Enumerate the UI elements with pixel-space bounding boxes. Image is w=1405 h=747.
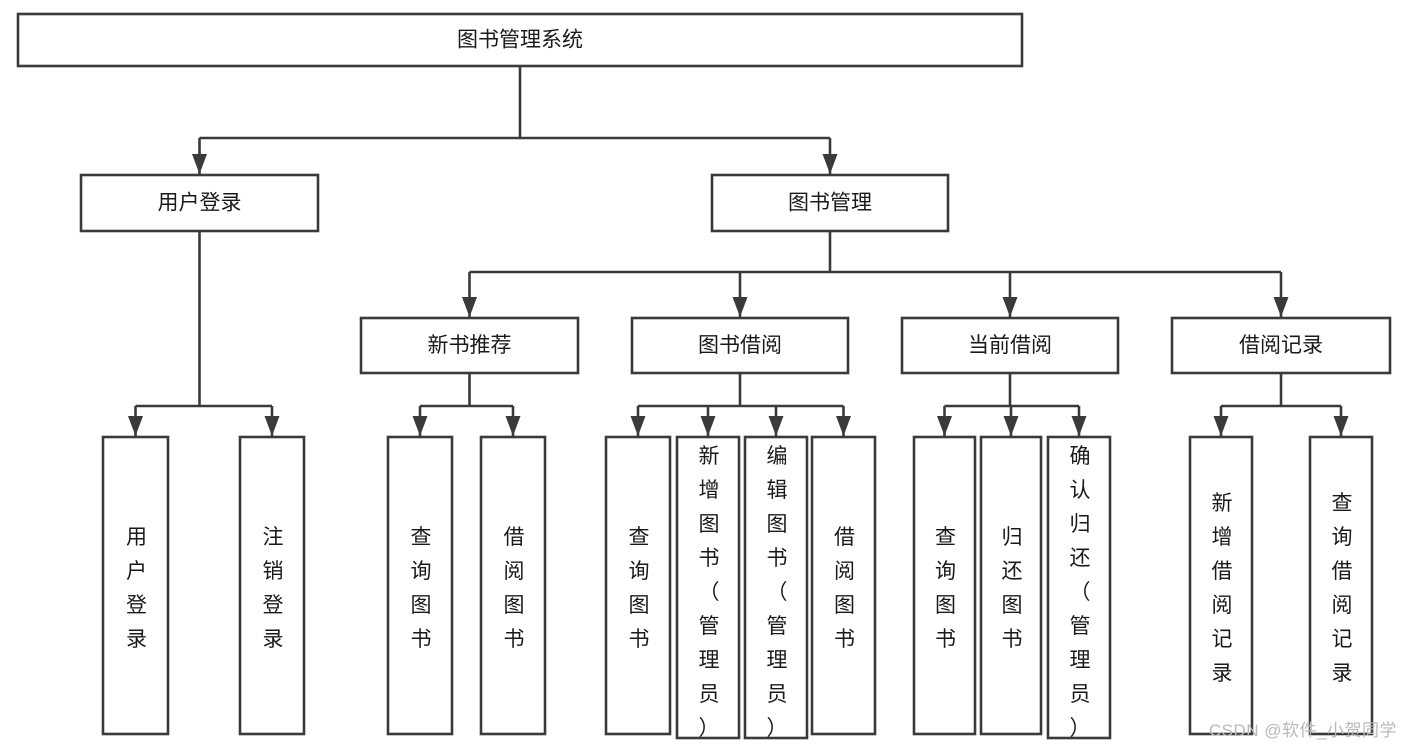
arrow-head-icon [1333, 416, 1349, 436]
node-level3-3[interactable]: 借阅记录 [1170, 316, 1392, 375]
node-leaf-0-box[interactable] [101, 435, 170, 736]
arrow-head-icon [822, 154, 838, 174]
arrow-head-icon [128, 416, 143, 436]
node-leaf-11-label: 新增借阅记录 [1212, 492, 1233, 685]
node-level3-1-label: 图书借阅 [698, 334, 782, 357]
node-level3-2-box[interactable] [900, 316, 1120, 375]
node-leaf-3-box[interactable] [479, 435, 547, 736]
node-root[interactable]: 图书管理系统 [16, 12, 1024, 68]
node-leaf-1[interactable]: 注销登录 [238, 435, 306, 736]
arrow-head-icon [1002, 297, 1018, 317]
node-level3-2-label: 当前借阅 [968, 334, 1052, 357]
node-level2-1-label: 图书管理 [788, 192, 872, 215]
node-leaf-0-label: 用户登录 [126, 526, 147, 651]
node-level2-0-label: 用户登录 [158, 192, 242, 215]
node-leaf-5-box[interactable] [675, 435, 741, 740]
node-level3-1-box[interactable] [630, 316, 850, 375]
node-leaf-5-label: 新增图书（管理员） [699, 445, 720, 740]
node-leaf-10-box[interactable] [1046, 435, 1112, 740]
watermark: CSDN @软件_小贺同学 [1208, 721, 1397, 740]
node-level3-0-box[interactable] [359, 316, 580, 375]
arrow-head-icon [192, 154, 207, 174]
node-leaf-6-box[interactable] [743, 435, 809, 740]
node-leaf-0[interactable]: 用户登录 [101, 435, 170, 736]
node-level3-1[interactable]: 图书借阅 [630, 316, 850, 375]
node-leaf-5[interactable]: 新增图书（管理员） [675, 435, 741, 740]
arrow-head-icon [1213, 416, 1229, 436]
node-leaf-7-box[interactable] [810, 435, 877, 736]
arrow-head-icon [630, 416, 646, 436]
arrow-head-icon [732, 297, 748, 317]
nodes-layer: 图书管理系统用户登录图书管理新书推荐图书借阅当前借阅借阅记录用户登录注销登录查询… [16, 12, 1392, 740]
arrow-head-icon [700, 416, 716, 436]
node-level3-3-label: 借阅记录 [1239, 334, 1323, 357]
node-leaf-8[interactable]: 查询图书 [912, 435, 977, 736]
arrow-head-icon [937, 416, 952, 436]
node-leaf-12-box[interactable] [1308, 435, 1374, 736]
node-leaf-11[interactable]: 新增借阅记录 [1188, 435, 1254, 736]
node-leaf-6-label: 编辑图书（管理员） [767, 445, 788, 740]
node-leaf-4-box[interactable] [604, 435, 672, 736]
node-leaf-1-label: 注销登录 [263, 526, 284, 651]
node-leaf-4-label: 查询图书 [629, 526, 650, 651]
edges-layer [128, 66, 1349, 436]
node-leaf-12-label: 查询借阅记录 [1332, 492, 1353, 685]
node-level2-1[interactable]: 图书管理 [710, 173, 950, 233]
node-leaf-3[interactable]: 借阅图书 [479, 435, 547, 736]
node-leaf-12[interactable]: 查询借阅记录 [1308, 435, 1374, 736]
node-leaf-9[interactable]: 归还图书 [979, 435, 1043, 736]
arrow-head-icon [1273, 297, 1289, 317]
node-leaf-4[interactable]: 查询图书 [604, 435, 672, 736]
arrow-head-icon [462, 297, 477, 317]
node-leaf-9-label: 归还图书 [1002, 526, 1023, 651]
node-leaf-10[interactable]: 确认归还（管理员） [1046, 435, 1112, 740]
node-leaf-10-label: 确认归还（管理员） [1070, 445, 1091, 740]
node-leaf-1-box[interactable] [238, 435, 306, 736]
node-leaf-6[interactable]: 编辑图书（管理员） [743, 435, 809, 740]
node-root-box[interactable] [16, 12, 1024, 68]
arrow-head-icon [412, 416, 428, 436]
node-leaf-11-box[interactable] [1188, 435, 1254, 736]
node-level2-0[interactable]: 用户登录 [79, 173, 320, 233]
node-leaf-7-label: 借阅图书 [834, 526, 855, 651]
node-level3-0-label: 新书推荐 [428, 334, 512, 357]
node-leaf-9-box[interactable] [979, 435, 1043, 736]
node-leaf-8-label: 查询图书 [935, 526, 956, 651]
node-leaf-8-box[interactable] [912, 435, 977, 736]
arrow-head-icon [836, 416, 851, 436]
arrow-head-icon [1071, 416, 1087, 436]
node-leaf-2-box[interactable] [386, 435, 454, 736]
node-level2-0-box[interactable] [79, 173, 320, 233]
arrow-head-icon [768, 416, 784, 436]
node-leaf-2[interactable]: 查询图书 [386, 435, 454, 736]
arrow-head-icon [264, 416, 280, 436]
node-level3-2[interactable]: 当前借阅 [900, 316, 1120, 375]
node-level3-0[interactable]: 新书推荐 [359, 316, 580, 375]
arrow-head-icon [505, 416, 521, 436]
node-level3-3-box[interactable] [1170, 316, 1392, 375]
arrow-head-icon [1003, 416, 1019, 436]
node-leaf-3-label: 借阅图书 [504, 526, 525, 651]
node-level2-1-box[interactable] [710, 173, 950, 233]
node-root-label: 图书管理系统 [457, 29, 583, 52]
node-leaf-2-label: 查询图书 [411, 526, 432, 651]
node-leaf-7[interactable]: 借阅图书 [810, 435, 877, 736]
